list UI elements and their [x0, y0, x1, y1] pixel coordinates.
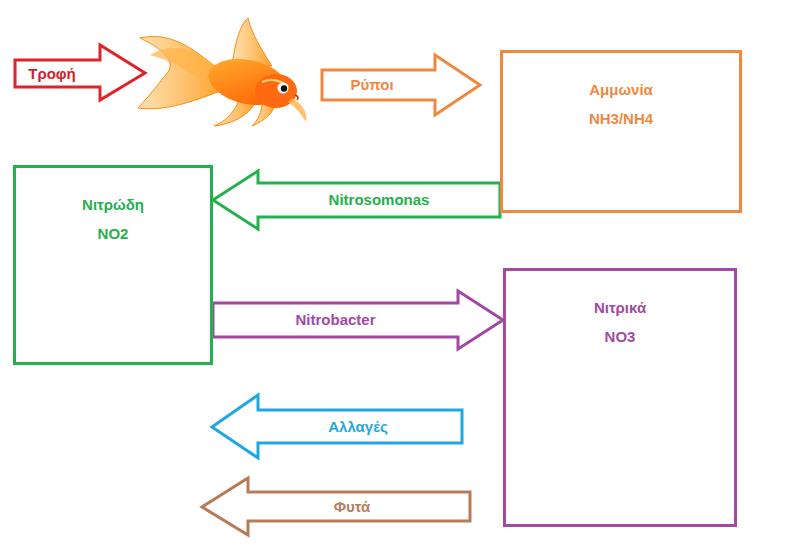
box-text: NO2: [28, 219, 198, 248]
arrow-label: Φυτά: [334, 498, 371, 516]
bacteria-arrow: [213, 171, 500, 229]
arrow-label: Ρύποι: [350, 76, 393, 94]
plants-arrow: [202, 478, 470, 535]
edge-label: Nitrosomonas: [329, 191, 430, 209]
arrow-label: Τροφή: [28, 65, 76, 83]
water-change-arrow: [212, 395, 462, 458]
box-text: NO3: [518, 322, 722, 351]
box-text: Νιτρικά: [518, 293, 722, 322]
bacteria-arrow: [213, 291, 503, 349]
box-text: Αμμωνία: [515, 75, 727, 104]
stage-box: ΑμμωνίαNH3/NH4: [500, 50, 742, 213]
box-text: NH3/NH4: [515, 104, 727, 133]
edge-label: Nitrobacter: [295, 311, 375, 329]
arrow-label: Αλλαγές: [328, 418, 387, 436]
food-arrow: [15, 45, 145, 100]
stage-box: ΝιτρικάNO3: [503, 268, 737, 527]
box-text: Νιτρώδη: [28, 190, 198, 219]
waste-arrow: [322, 55, 480, 115]
goldfish: [138, 18, 306, 126]
stage-box: ΝιτρώδηNO2: [13, 165, 213, 365]
